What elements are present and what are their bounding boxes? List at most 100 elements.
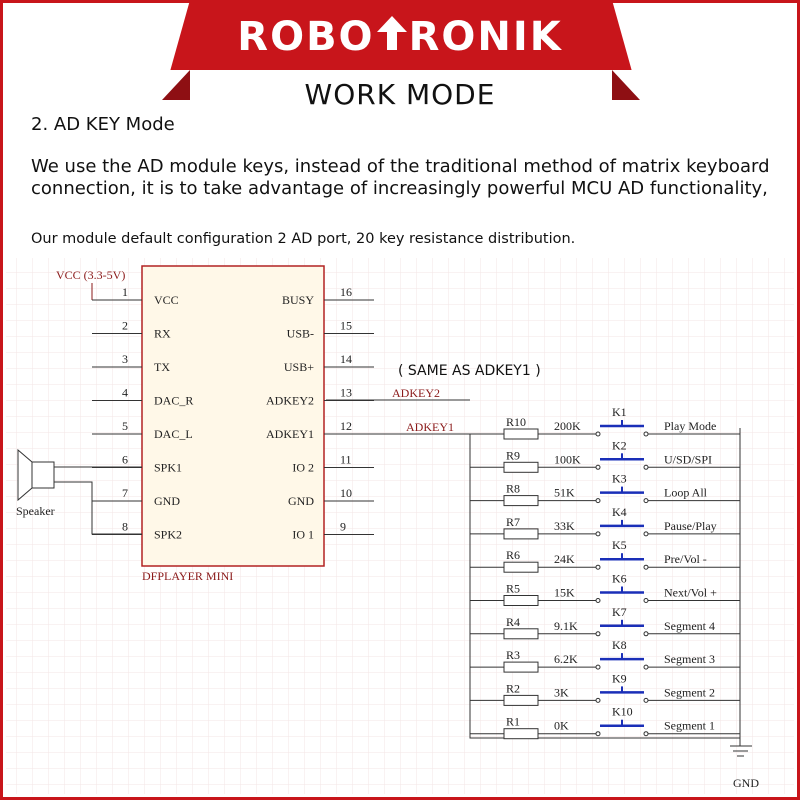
pin-name: RX	[154, 327, 171, 341]
key-ref: K8	[612, 638, 627, 652]
switch-contact	[595, 464, 601, 470]
resistor-ref: R8	[506, 482, 520, 496]
switch-contact	[595, 697, 601, 703]
pin-name: USB+	[284, 360, 314, 374]
switch-contact	[643, 697, 649, 703]
resistor-value: 15K	[554, 586, 575, 600]
switch-contact	[643, 564, 649, 570]
pin-name: SPK2	[154, 528, 182, 542]
resistor	[503, 628, 539, 640]
pin-name: TX	[154, 360, 170, 374]
pin-number: 16	[340, 285, 352, 299]
resistor-value: 24K	[554, 552, 575, 566]
resistor-value: 100K	[554, 452, 581, 466]
resistor-ref: R7	[506, 515, 520, 529]
dfplayer-chip	[141, 265, 325, 567]
pin-number: 8	[122, 520, 128, 534]
key-ref: K7	[612, 605, 627, 619]
gnd-label: GND	[733, 776, 759, 790]
pin-number: 9	[340, 520, 346, 534]
pin-number: 5	[122, 419, 128, 433]
resistor-ref: R9	[506, 448, 520, 462]
resistor-value: 9.1K	[554, 619, 578, 633]
switch-contact	[643, 664, 649, 670]
key-ref: K5	[612, 538, 627, 552]
switch-contact	[595, 498, 601, 504]
resistor-value: 200K	[554, 419, 581, 433]
pin-name: ADKEY2	[266, 394, 314, 408]
switch-contact	[643, 598, 649, 603]
config-note: Our module default configuration 2 AD po…	[31, 231, 576, 247]
pin-name: USB-	[287, 327, 314, 341]
pin-number: 2	[122, 319, 128, 333]
resistor	[503, 495, 539, 507]
speaker-icon	[17, 448, 55, 502]
switch-contact	[595, 598, 601, 603]
pin-name: VCC	[154, 293, 179, 307]
pin-number: 11	[340, 453, 352, 467]
key-function: Pre/Vol -	[664, 552, 707, 566]
resistor-ref: R2	[506, 681, 520, 695]
key-function: Segment 3	[664, 652, 715, 666]
pin-number: 14	[340, 352, 352, 366]
page-subtitle: WORK MODE	[304, 78, 496, 111]
same-as-note: ( SAME AS ADKEY1 )	[398, 363, 541, 379]
switch-contact	[643, 464, 649, 470]
resistor-ref: R3	[506, 648, 520, 662]
key-function: Pause/Play	[664, 519, 717, 533]
key-function: Next/Vol +	[664, 586, 717, 600]
ground-icon	[730, 745, 752, 757]
up-arrow-icon	[375, 14, 409, 60]
pin-number: 1	[122, 285, 128, 299]
resistor	[503, 528, 539, 540]
pin-name: BUSY	[282, 293, 314, 307]
resistor	[503, 428, 539, 440]
key-function: U/SD/SPI	[664, 452, 712, 466]
resistor	[503, 728, 539, 740]
subtitle-ribbon	[140, 70, 662, 112]
key-ref: K1	[612, 405, 627, 419]
resistor-value: 6.2K	[554, 652, 578, 666]
key-function: Play Mode	[664, 419, 716, 433]
pin-name: GND	[154, 494, 180, 508]
pin-number: 12	[340, 419, 352, 433]
pin-name: ADKEY1	[266, 427, 314, 441]
resistor	[503, 661, 539, 673]
switch-contact	[643, 431, 649, 437]
switch-contact	[643, 498, 649, 504]
resistor	[503, 561, 539, 573]
key-function: Segment 2	[664, 685, 715, 699]
resistor	[503, 694, 539, 706]
switch-contact	[643, 531, 649, 537]
pin-name: SPK1	[154, 461, 182, 475]
speaker-label: Speaker	[16, 504, 55, 518]
pin-name: DAC_R	[154, 394, 193, 408]
resistor	[503, 461, 539, 473]
resistor-value: 33K	[554, 519, 575, 533]
pin-number: 4	[122, 386, 128, 400]
pin-number: 7	[122, 486, 128, 500]
pin-name: DAC_L	[154, 427, 193, 441]
key-function: Loop All	[664, 486, 708, 500]
chip-name: DFPLAYER MINI	[142, 569, 233, 583]
resistor-value: 51K	[554, 486, 575, 500]
switch-contact	[643, 631, 649, 637]
vcc-label: VCC (3.3-5V)	[56, 268, 125, 282]
pin-number: 15	[340, 319, 352, 333]
description-paragraph: We use the AD module keys, instead of th…	[31, 156, 770, 199]
pin-number: 10	[340, 486, 352, 500]
switch-contact	[595, 431, 601, 437]
key-ref: K6	[612, 572, 627, 586]
brand-left: ROBO	[237, 14, 375, 60]
resistor	[503, 595, 539, 606]
key-function: Segment 4	[664, 619, 715, 633]
switch-contact	[595, 531, 601, 537]
resistor-ref: R6	[506, 548, 520, 562]
grid-background	[6, 258, 794, 794]
pin-name: IO 2	[292, 461, 314, 475]
switch-contact	[595, 664, 601, 670]
key-ref: K10	[612, 705, 633, 719]
